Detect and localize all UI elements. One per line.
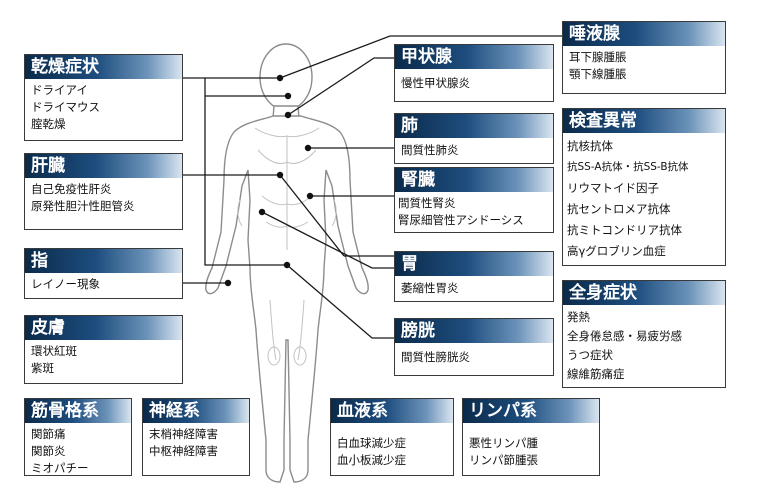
blood-system-item: 白血球減少症 [337,436,406,450]
musculoskeletal-title: 筋骨格系 [25,399,131,423]
skin-item: 環状紅斑 [31,344,77,358]
skin-box: 皮膚 環状紅斑 紫斑 [24,315,183,384]
salivary-gland-title: 唾液腺 [563,22,725,46]
dry-symptom-item: ドライアイ [31,83,88,97]
dry-symptom-item: ドライマウス [31,100,100,114]
nervous-system-box: 神経系 末梢神経障害 中枢神経障害 [142,398,250,476]
stomach-title: 胃 [395,252,553,276]
stomach-item: 萎縮性胃炎 [401,281,459,295]
bladder-title: 膀胱 [395,319,553,343]
lymph-system-box: リンパ系 悪性リンパ腫 リンパ節腫張 [462,398,600,476]
thyroid-item: 慢性甲状腺炎 [401,76,470,90]
dry-symptoms-title: 乾燥症状 [25,55,182,79]
musculoskeletal-item: 関節痛 [31,427,66,441]
kidney-title: 腎臓 [395,168,553,192]
lab-abnormality-item: 抗ミトコンドリア抗体 [567,223,682,237]
dry-symptom-item: 腟乾燥 [31,117,66,131]
systemic-symptoms-box: 全身症状 発熱 全身倦怠感・易疲労感 うつ症状 線維筋痛症 [562,280,726,388]
lab-abnormality-item: 高γグロブリン血症 [567,244,666,258]
kidney-item: 腎尿細管性アシドーシス [398,213,524,227]
lab-abnormality-item: 抗SS-A抗体・抗SS-B抗体 [567,161,689,173]
salivary-gland-box: 唾液腺 耳下腺腫脹 顎下線腫脹 [562,21,726,94]
human-body-outline [205,43,369,483]
liver-item: 原発性胆汁性胆管炎 [31,199,135,213]
liver-item: 自己免疫性肝炎 [31,182,112,196]
systemic-symptom-item: 線維筋痛症 [567,367,625,381]
kidney-box: 腎臓 間質性腎炎 腎尿細管性アシドーシス [394,167,554,233]
systemic-symptom-item: うつ症状 [567,348,613,362]
lab-abnormalities-title: 検査異常 [563,109,725,133]
musculoskeletal-item: ミオパチー [31,461,89,475]
musculoskeletal-item: 関節炎 [31,444,66,458]
skin-item: 紫斑 [31,361,54,375]
salivary-gland-item: 顎下線腫脹 [569,67,627,81]
skin-title: 皮膚 [25,316,182,340]
lymph-system-item: リンパ節腫張 [469,453,538,467]
blood-system-box: 血液系 白血球減少症 血小板減少症 [330,398,454,476]
thyroid-box: 甲状腺 慢性甲状腺炎 [394,44,554,102]
lab-abnormality-item: 抗核抗体 [567,139,613,153]
finger-item: レイノー現象 [31,277,100,291]
stomach-box: 胃 萎縮性胃炎 [394,251,554,302]
bladder-box: 膀胱 間質性膀胱炎 [394,318,554,376]
nervous-system-item: 中枢神経障害 [149,444,218,458]
salivary-gland-item: 耳下腺腫脹 [569,50,627,64]
connection-dots [224,74,314,287]
dry-symptoms-box: 乾燥症状 ドライアイ ドライマウス 腟乾燥 [24,54,183,141]
bladder-item: 間質性膀胱炎 [401,350,470,364]
lung-box: 肺 間質性肺炎 [394,113,554,164]
nervous-system-item: 末梢神経障害 [149,427,218,441]
lung-title: 肺 [395,114,553,138]
nervous-system-title: 神経系 [143,399,249,423]
finger-title: 指 [25,249,182,273]
blood-system-item: 血小板減少症 [337,453,406,467]
lab-abnormality-item: リウマトイド因子 [567,181,659,195]
liver-box: 肝臓 自己免疫性肝炎 原発性胆汁性胆管炎 [24,153,183,230]
systemic-symptom-item: 全身倦怠感・易疲労感 [567,329,682,343]
thyroid-title: 甲状腺 [395,45,553,69]
lymph-system-title: リンパ系 [463,399,599,423]
liver-title: 肝臓 [25,154,182,178]
lymph-system-item: 悪性リンパ腫 [469,436,538,450]
lab-abnormalities-box: 検査異常 抗核抗体 抗SS-A抗体・抗SS-B抗体 リウマトイド因子 抗セントロ… [562,108,726,266]
systemic-symptoms-title: 全身症状 [563,281,725,305]
blood-system-title: 血液系 [331,399,453,423]
finger-box: 指 レイノー現象 [24,248,183,299]
connector-lines [183,35,562,339]
kidney-item: 間質性腎炎 [398,196,456,210]
systemic-symptom-item: 発熱 [567,310,590,324]
lab-abnormality-item: 抗セントロメア抗体 [567,202,671,216]
lung-item: 間質性肺炎 [401,143,459,157]
musculoskeletal-box: 筋骨格系 関節痛 関節炎 ミオパチー [24,398,132,476]
